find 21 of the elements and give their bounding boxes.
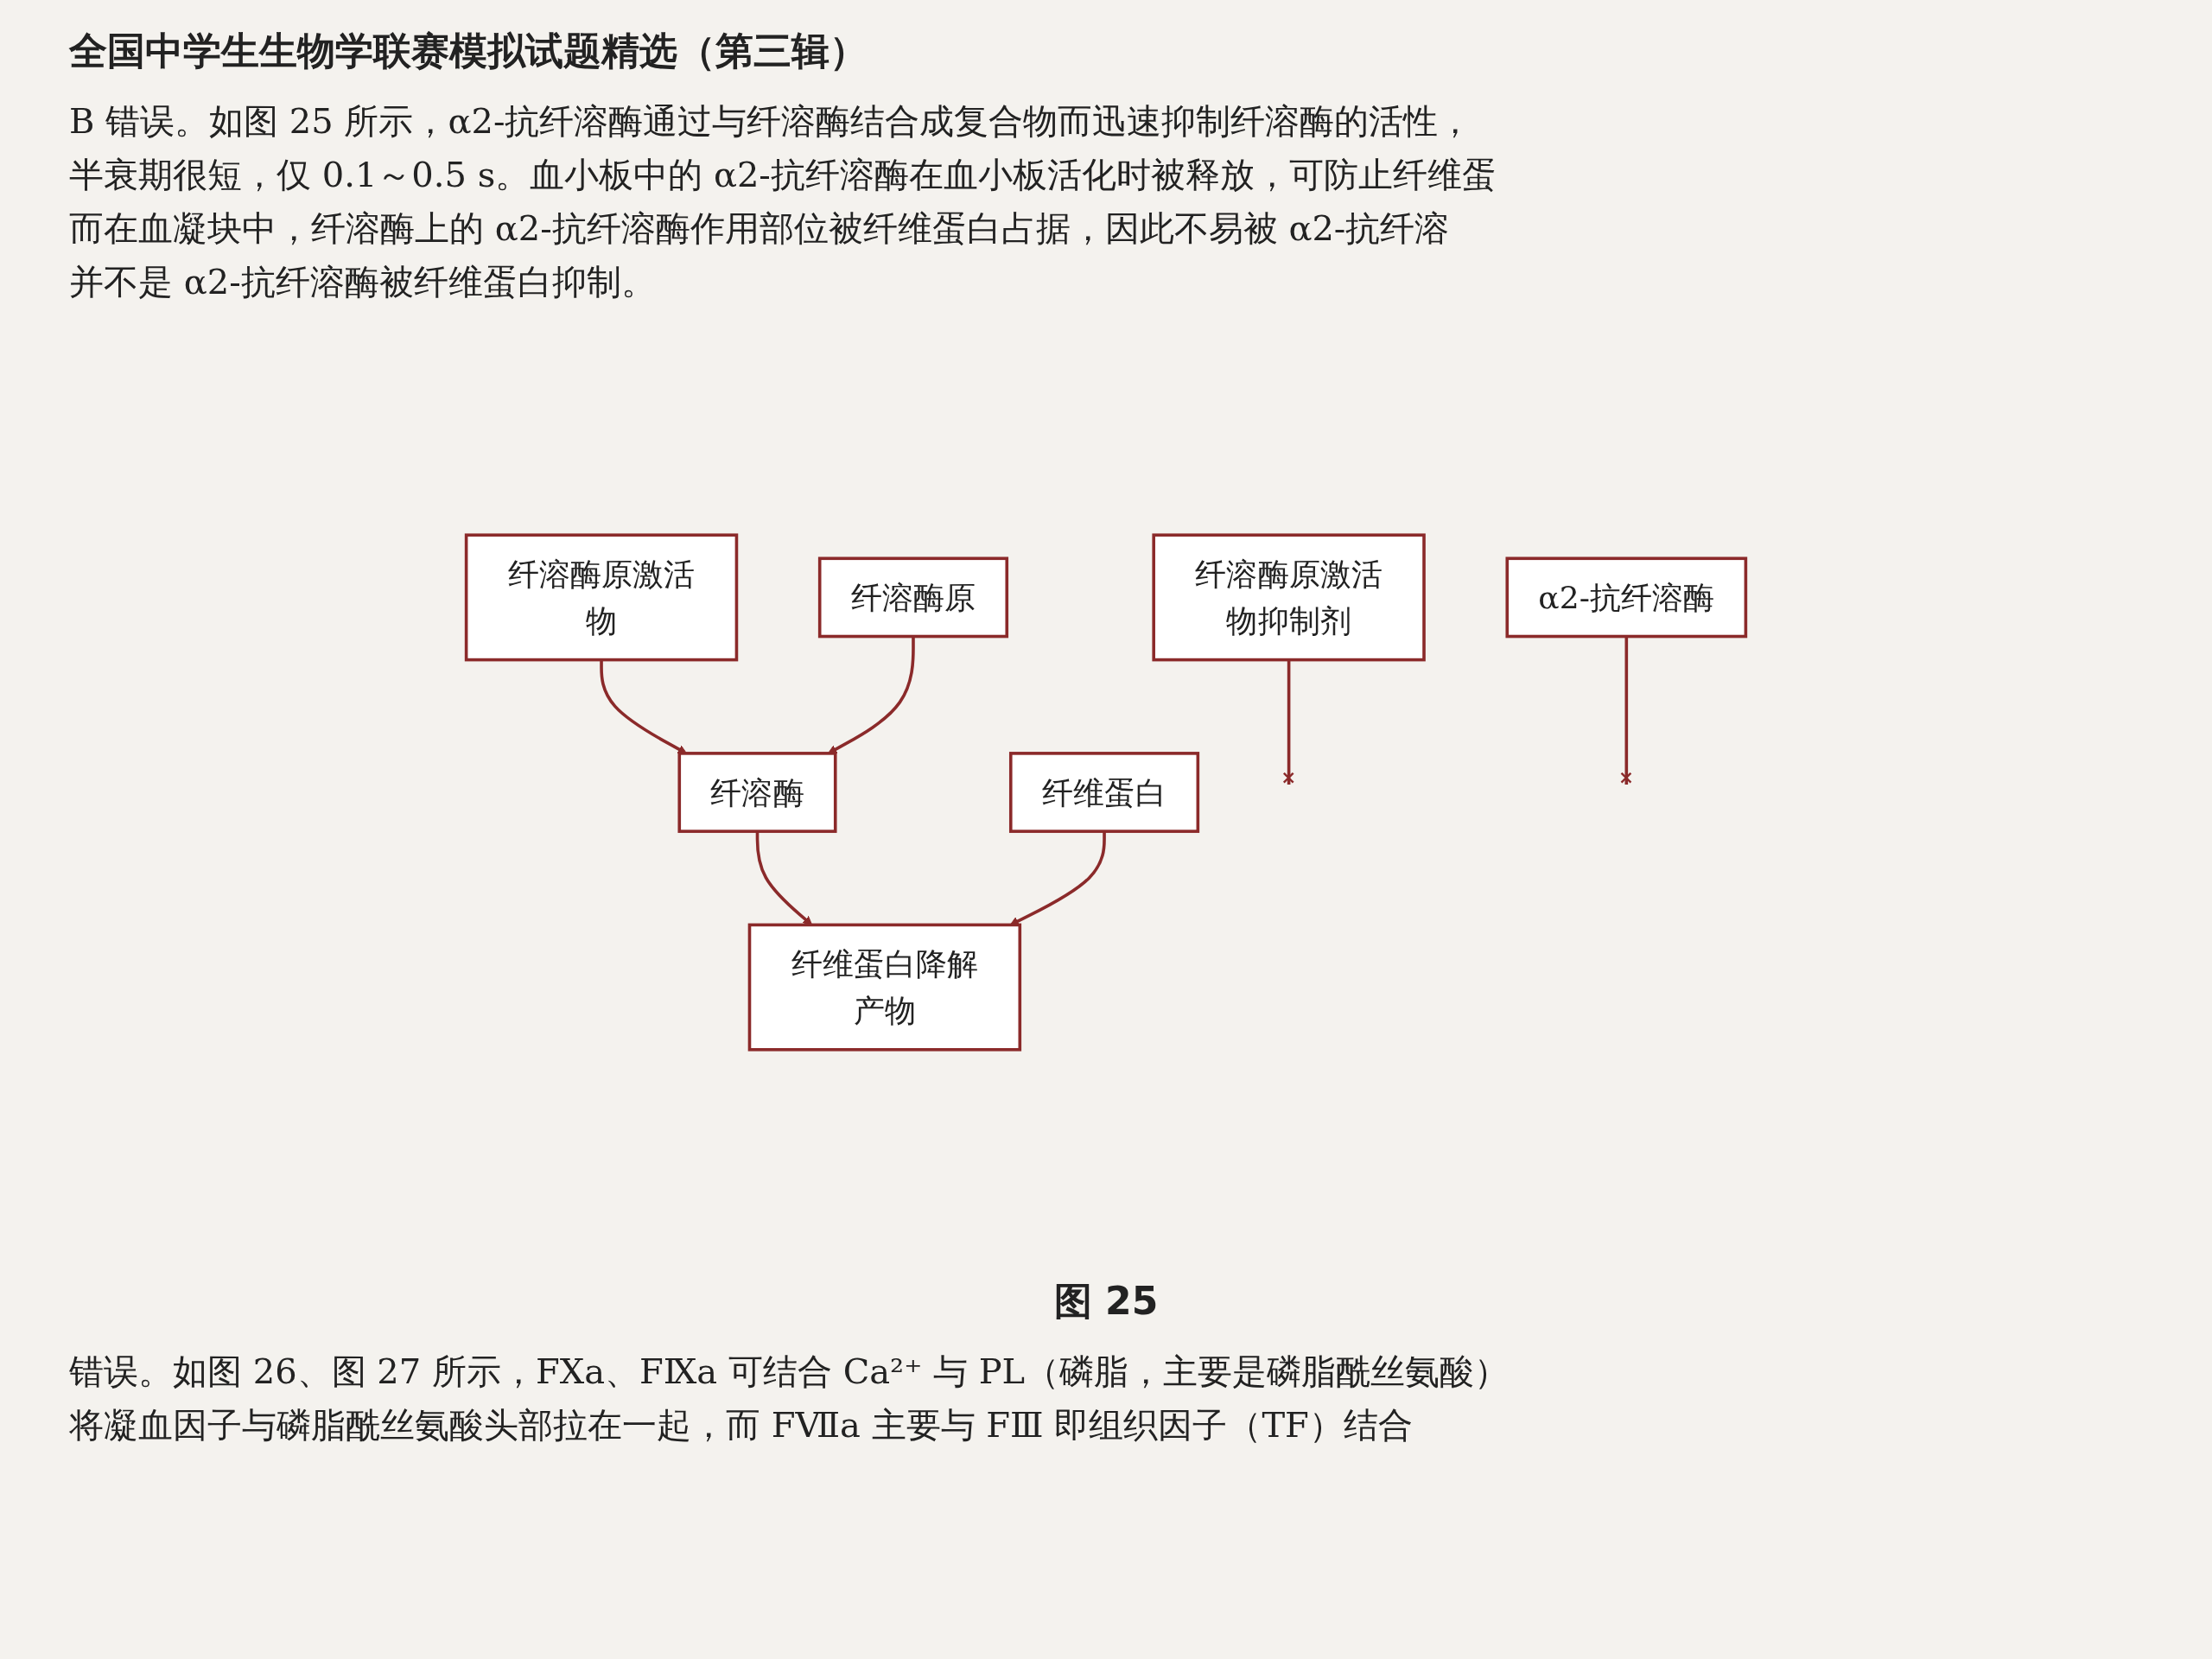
node-box: 纤维蛋白: [1008, 752, 1200, 833]
running-header: 全国中学生生物学联赛模拟试题精选（第三辑）: [69, 28, 868, 74]
node-box: α2-抗纤溶酶: [1505, 556, 1748, 639]
arrow: [755, 831, 813, 925]
figure-caption: 图 25: [1052, 1278, 1160, 1325]
connector: [1620, 636, 1632, 785]
arrow: [600, 659, 687, 754]
node-box: 纤维蛋白降解产物: [747, 923, 1022, 1052]
arrow: [1009, 831, 1106, 925]
body-text-line: 半衰期很短，仅 0.1～0.5 s。血小板中的 α2-抗纤溶酶在血小板活化时被释放，可防止纤维蛋: [69, 154, 1497, 196]
arrow: [828, 636, 915, 754]
body-text-line: 将凝血因子与磷脂酰丝氨酸头部拉在一起，而 FⅦa 主要与 FⅢ 即组织因子（TF）结合: [69, 1404, 1414, 1446]
body-text-line: 并不是 α2-抗纤溶酶被纤维蛋白抑制。: [69, 261, 657, 303]
body-text-line: B 错误。如图 25 所示，α2-抗纤溶酶通过与纤溶酶结合成复合物而迅速抑制纤溶酶的活性，: [69, 100, 1474, 143]
node-box: 纤溶酶: [677, 752, 837, 833]
body-text-line: 错误。如图 26、图 27 所示，FⅩa、FⅨa 可结合 Ca²⁺ 与 PL（磷脂，主要是磷脂酰丝氨酸）: [69, 1351, 1510, 1393]
connector: [1282, 659, 1294, 785]
node-box: 纤溶酶原激活物: [464, 533, 739, 662]
body-text-line: 而在血凝块中，纤溶酶上的 α2-抗纤溶酶作用部位被纤维蛋白占据，因此不易被 α2-抗纤溶: [69, 207, 1451, 250]
node-box: 纤溶酶原: [817, 556, 1009, 639]
node-box: 纤溶酶原激活物抑制剂: [1152, 533, 1426, 662]
